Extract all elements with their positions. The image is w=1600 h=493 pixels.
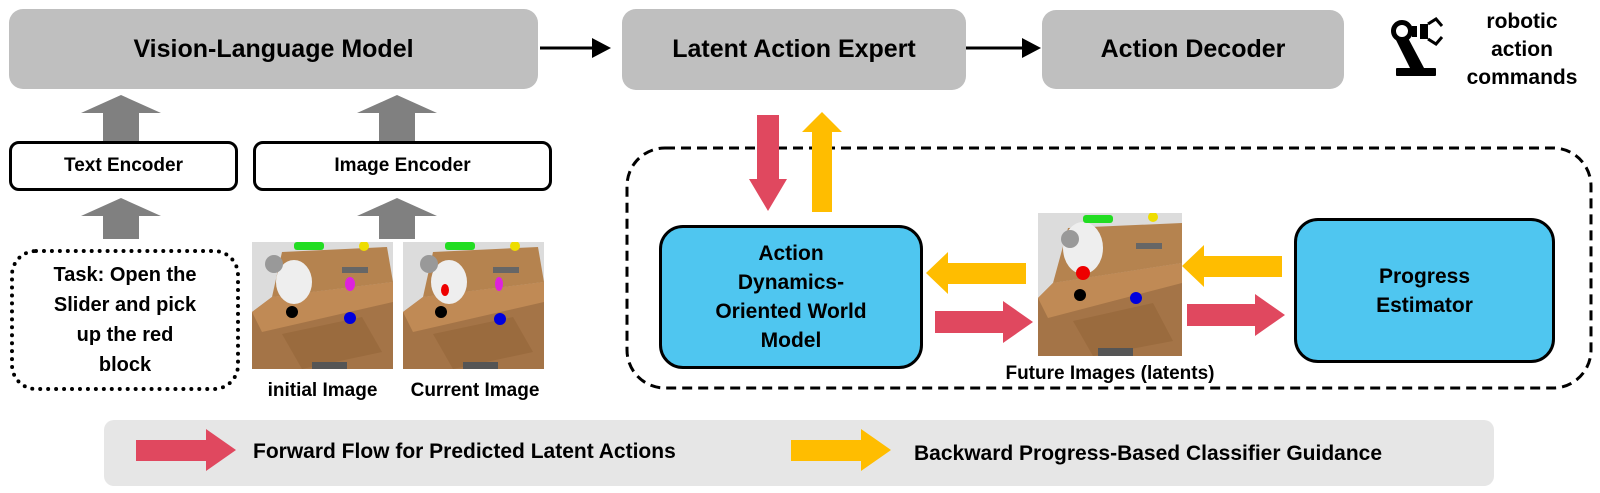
robotic-action-commands-label: robotic action commands xyxy=(1452,8,1592,92)
world-model-line: Model xyxy=(760,329,822,352)
legend-forward-label: Forward Flow for Predicted Latent Action… xyxy=(253,440,676,463)
image-encoder-box: Image Encoder xyxy=(253,141,552,191)
future-images-caption: Future Images (latents) xyxy=(1005,363,1215,384)
current-image xyxy=(403,242,544,369)
progress-estimator-box: Progress Estimator xyxy=(1294,218,1555,363)
task-line: Task: Open the xyxy=(53,264,197,286)
action-dynamics-world-model-box: Action Dynamics- Oriented World Model xyxy=(659,225,923,369)
backward-arrow-world-model-to-expert xyxy=(802,112,842,212)
arrow-text-encoder-to-vlm xyxy=(81,95,161,142)
initial-image xyxy=(252,242,393,369)
backward-arrow-estimator-to-future xyxy=(1182,245,1282,287)
arrow-expert-to-decoder xyxy=(966,38,1041,58)
current-image-caption: Current Image xyxy=(410,380,540,401)
world-model-line: Action xyxy=(758,242,824,265)
forward-arrow-world-model-to-future xyxy=(935,301,1033,343)
progress-estimator-line: Progress xyxy=(1378,264,1471,288)
vision-language-model-box: Vision-Language Model xyxy=(9,9,538,89)
commands-line: commands xyxy=(1466,66,1578,89)
robotic-line: robotic xyxy=(1486,10,1558,33)
task-line: up the red xyxy=(76,324,174,346)
robot-arm-icon xyxy=(1391,17,1444,76)
vision-language-model-label: Vision-Language Model xyxy=(133,34,414,63)
progress-estimator-line: Estimator xyxy=(1376,293,1473,317)
world-model-line: Dynamics- xyxy=(737,271,845,294)
action-decoder-box: Action Decoder xyxy=(1042,10,1344,89)
action-decoder-label: Action Decoder xyxy=(1100,35,1286,63)
arrow-task-to-text-encoder xyxy=(81,198,161,239)
text-encoder-label: Text Encoder xyxy=(64,155,183,176)
action-line: action xyxy=(1491,38,1553,61)
task-instruction-box: Task: Open the Slider and pick up the re… xyxy=(10,249,240,391)
world-model-loop-container xyxy=(625,146,1593,390)
arrow-images-to-image-encoder xyxy=(357,198,437,239)
initial-image-caption: initial Image xyxy=(267,380,378,401)
latent-action-expert-label: Latent Action Expert xyxy=(672,35,916,63)
legend-forward-arrow-icon xyxy=(136,429,236,471)
arrow-vlm-to-expert xyxy=(540,38,611,58)
backward-arrow-future-to-world-model xyxy=(926,252,1026,294)
legend-backward-arrow-icon xyxy=(791,429,891,471)
task-line: Slider and pick xyxy=(53,294,197,316)
text-encoder-box: Text Encoder xyxy=(9,141,238,191)
forward-arrow-expert-to-world-model xyxy=(749,115,787,211)
world-model-line: Oriented World xyxy=(715,300,867,323)
future-image xyxy=(1038,213,1182,356)
arrow-image-encoder-to-vlm xyxy=(357,95,437,142)
latent-action-expert-box: Latent Action Expert xyxy=(622,9,966,90)
forward-arrow-future-to-estimator xyxy=(1187,294,1285,336)
image-encoder-label: Image Encoder xyxy=(334,155,471,176)
legend-backward-label: Backward Progress-Based Classifier Guida… xyxy=(914,442,1383,465)
task-line: block xyxy=(98,354,152,376)
